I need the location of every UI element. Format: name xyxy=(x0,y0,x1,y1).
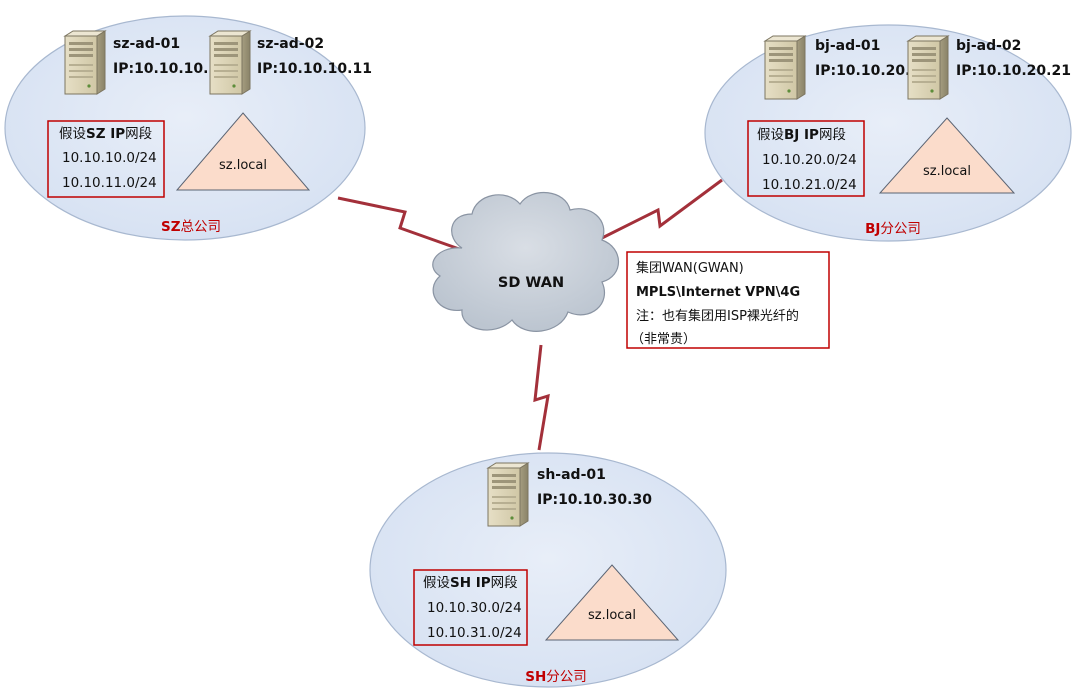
server-name: bj-ad-02 xyxy=(956,38,1021,54)
site-label: SZ总公司 xyxy=(161,219,221,235)
domain-triangle xyxy=(544,564,680,641)
cloud-shape xyxy=(432,191,619,332)
wan-note-line: MPLS\Internet VPN\4G xyxy=(636,285,800,300)
server-ip: IP:10.10.20.20 xyxy=(815,63,930,79)
ip-segment-box xyxy=(747,120,865,197)
domain-label: sz.local xyxy=(219,158,267,173)
wan-note-line: 注：也有集团用ISP裸光纤的 xyxy=(636,308,799,324)
domain-triangle xyxy=(175,112,311,191)
server-name: bj-ad-01 xyxy=(815,38,880,54)
domain-triangle xyxy=(878,117,1016,194)
ip-segment-box xyxy=(413,569,528,646)
ip-segment-line: 10.10.11.0/24 xyxy=(62,175,157,191)
server-name: sz-ad-02 xyxy=(257,36,324,52)
domain-label: sz.local xyxy=(588,608,636,623)
server-ip: IP:10.10.10.10 xyxy=(113,61,228,77)
ip-segment-title: 假设BJ IP网段 xyxy=(757,127,846,143)
ip-segment-line: 10.10.10.0/24 xyxy=(62,150,157,166)
server-name: sh-ad-01 xyxy=(537,467,606,483)
site-label: BJ分公司 xyxy=(865,221,921,237)
ip-segment-box xyxy=(47,120,165,198)
wan-link-bj xyxy=(597,178,723,242)
server-ip: IP:10.10.20.21 xyxy=(956,63,1071,79)
ip-segment-line: 10.10.30.0/24 xyxy=(427,600,522,616)
server-icon xyxy=(487,462,529,527)
wan-note: 集团WAN(GWAN) MPLS\Internet VPN\4G 注：也有集团用… xyxy=(626,251,830,349)
server-icon xyxy=(64,30,106,95)
server-name: sz-ad-01 xyxy=(113,36,180,52)
wan-note-line: （非常贵） xyxy=(631,332,696,347)
site-bj: bj-ad-01 IP:10.10.20.20 bj-ad-02 IP:10.1… xyxy=(704,24,1072,242)
server-ip: IP:10.10.10.11 xyxy=(257,61,372,77)
site-label: SH分公司 xyxy=(525,669,587,685)
cloud-label: SD WAN xyxy=(498,275,564,291)
site-sh: sh-ad-01 IP:10.10.30.30 假设SH IP网段 10.10.… xyxy=(369,452,727,688)
wan-links xyxy=(337,178,723,451)
ip-segment-line: 10.10.20.0/24 xyxy=(762,152,857,168)
wan-note-line: 集团WAN(GWAN) xyxy=(636,260,744,276)
wan-link-sh xyxy=(533,344,550,451)
server-icon xyxy=(907,35,949,100)
server-ip: IP:10.10.30.30 xyxy=(537,492,652,508)
site-sz: sz-ad-01 IP:10.10.10.10 sz-ad-02 IP:10.1… xyxy=(4,15,372,241)
ip-segment-title: 假设SH IP网段 xyxy=(423,575,518,591)
domain-label: sz.local xyxy=(923,164,971,179)
wan-link-sz xyxy=(337,196,463,252)
wan-note-box xyxy=(626,251,830,349)
ip-segment-line: 10.10.21.0/24 xyxy=(762,177,857,193)
server-icon xyxy=(209,30,251,95)
ip-segment-title: 假设SZ IP网段 xyxy=(59,126,152,142)
sd-wan-cloud: SD WAN xyxy=(432,191,619,332)
server-icon xyxy=(764,35,806,100)
ip-segment-line: 10.10.31.0/24 xyxy=(427,625,522,641)
